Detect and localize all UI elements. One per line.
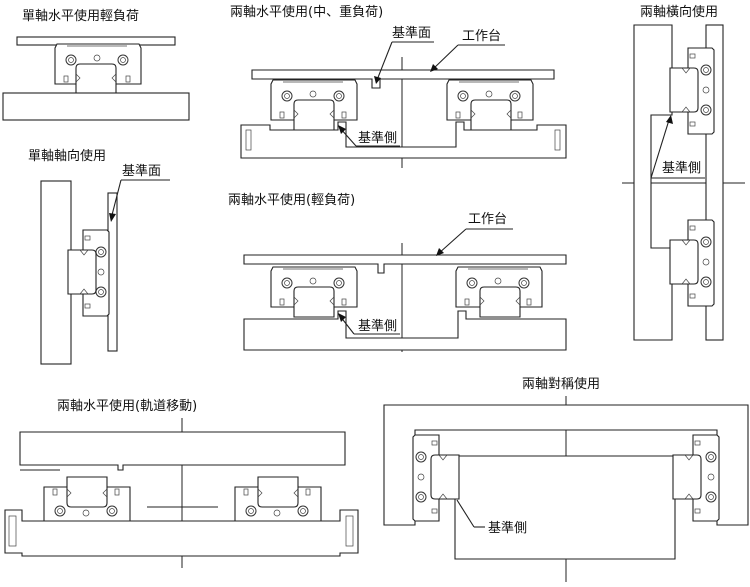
guide-rail-right [470, 99, 512, 131]
guide-rail-right [479, 286, 521, 318]
guide-rail-left [66, 476, 108, 508]
diagram-dual-horizontal-light: 兩軸水平使用(輕負荷) 工作台 基準側 [228, 192, 567, 352]
diagram-title: 單軸水平使用輕負荷 [22, 8, 139, 24]
reference-surface-label: 基準面 [122, 163, 161, 179]
base-wall [633, 24, 673, 341]
base-bed [4, 509, 359, 557]
diagram-title: 兩軸橫向使用 [640, 4, 718, 20]
diagram-title: 兩軸水平使用(中、重負荷) [230, 4, 383, 20]
guide-rail [67, 249, 97, 295]
moving-table [19, 431, 346, 471]
guide-rail-right [672, 454, 702, 500]
base-bed [243, 310, 567, 351]
diagram-dual-symmetric: 兩軸對稱使用 基準側 [383, 376, 749, 582]
guide-rail-left [293, 99, 335, 131]
diagram-dual-horizontal-rail-moving: 兩軸水平使用(軌道移動) [4, 398, 359, 568]
work-table-label: 工作台 [468, 212, 507, 227]
work-table-label: 工作台 [462, 29, 501, 44]
guide-rail [75, 63, 117, 95]
diagram-title: 兩軸水平使用(輕負荷) [228, 192, 355, 208]
reference-side-label: 基準側 [358, 318, 397, 334]
guide-rail-upper [669, 67, 699, 113]
center-base [454, 455, 676, 560]
diagram-single-axial: 單軸軸向使用 基準面 [28, 148, 170, 365]
reference-side-label: 基準側 [662, 160, 701, 176]
diagram-single-horizontal-light: 單軸水平使用輕負荷 [2, 8, 190, 121]
work-table [243, 254, 567, 274]
reference-side-label: 基準側 [358, 130, 397, 146]
diagram-title: 單軸軸向使用 [28, 148, 106, 164]
diagram-dual-horizontal-medium-heavy: 兩軸水平使用(中、重負荷) 基準面 工作台 基準側 [230, 4, 567, 168]
diagram-dual-lateral: 兩軸橫向使用 基準側 [622, 4, 745, 341]
base-bed [240, 121, 567, 159]
base-wall [40, 180, 72, 365]
outer-frame [383, 404, 749, 526]
diagram-title: 兩軸水平使用(軌道移動) [57, 398, 197, 414]
base-bed [2, 92, 190, 121]
work-table [251, 69, 555, 89]
reference-surface-label: 基準面 [392, 25, 431, 41]
guide-rail-lower [669, 239, 699, 285]
diagram-title: 兩軸對稱使用 [522, 376, 600, 392]
guide-rail-right [257, 476, 299, 508]
guide-rail-left [430, 454, 460, 500]
guide-rail-left [293, 286, 335, 318]
reference-side-label: 基準側 [488, 520, 527, 536]
